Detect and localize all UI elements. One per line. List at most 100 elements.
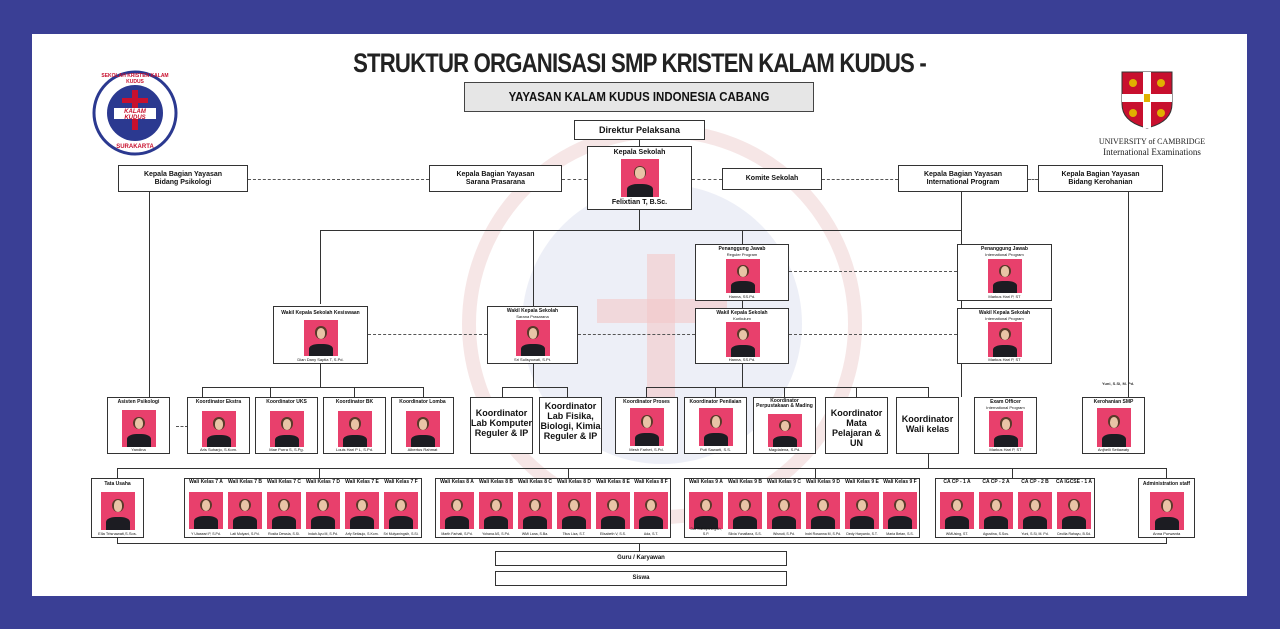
kerohanian-note: Yuni, S.Si, M. Pd. (1102, 381, 1135, 386)
pj-intl-photo (988, 259, 1022, 293)
koord-name: Louis Hari P L, S.Pd. (335, 447, 374, 452)
wali-name: Wisnuti, S.Pd. (773, 532, 795, 536)
koord-name: Anjhelli Setiawaty (1097, 447, 1130, 452)
wali-photo (228, 492, 262, 529)
connector (202, 387, 203, 397)
siswa-label: Siswa (632, 575, 650, 581)
logo-ring-text: SEKOLAH KRISTEN KALAM KUDUS (101, 73, 169, 85)
wali-photo (634, 492, 668, 529)
pj-reguler-sub: Reguler Program (726, 252, 758, 257)
koord-name: Albertus Rahmat (407, 447, 438, 452)
wali-card: Wali Kelas 8 B Yohana AS, S.Pd. (477, 480, 515, 538)
connector (784, 387, 785, 397)
connector (567, 387, 568, 397)
wali-card: Wali Kelas 7 F Sri Mulyaningsih, S.Si. (382, 480, 420, 538)
connector (639, 140, 640, 146)
wali-title: Wali Kelas 9 A (689, 479, 723, 485)
kabag-sarana-box: Kepala Bagian Yayasan Sarana Prasarana (429, 165, 562, 192)
dashed-connector (789, 334, 957, 335)
wakasek-title: Wakil Kepala Sekolah (978, 310, 1031, 316)
wali-name: Marth Farhati, S.Pd. (441, 532, 473, 536)
wakasek-photo (988, 322, 1022, 357)
logo-bottom-text: SURAKARTA (116, 144, 154, 150)
koord-name: Mae Purra S, S.Pg. (269, 447, 304, 452)
connector (639, 210, 640, 231)
connector (270, 387, 271, 397)
wali-title: Wali Kelas 9 F (883, 479, 917, 485)
wakasek-name: Dian Dany Saptia T, S.Pd. (297, 357, 344, 362)
ca-card: CA IGCSE - 1 A Cecilia Rahayu, B.Sd. (1055, 480, 1093, 538)
wakasek-sub: Sarana Prasarana (516, 314, 549, 319)
connector (117, 538, 118, 544)
koord-name: Aris Suharjo, S.Kom. (199, 447, 238, 452)
wali-title: Wali Kelas 8 E (596, 479, 630, 485)
wali-title: Wali Kelas 8 B (479, 479, 513, 485)
ca-photo (979, 492, 1013, 529)
dashed-connector (578, 334, 695, 335)
koord-lab-komputer-box: Koordinator Lab Komputer Reguler & IP (470, 397, 533, 454)
koord-title: Koordinator Penilaian (689, 399, 742, 405)
kabag-psikologi-line1: Kepala Bagian Yayasan (143, 171, 223, 178)
wali-title: Wali Kelas 7 A (189, 479, 223, 485)
connector (815, 468, 816, 478)
logo-center-text: KALAM KUDUS (124, 109, 146, 121)
wali-name: Indri Rosanna M, S.Pd. (804, 532, 842, 536)
koord-title: Exam Officer (990, 399, 1021, 405)
connector (715, 387, 716, 397)
wali-card: Wali Kelas 8 D Titus Liza, S.T. (555, 480, 593, 538)
pj-reguler-photo (726, 259, 760, 293)
koord-title: Koordinator Lomba (399, 399, 446, 405)
ca-name: WMUsing, ST. (945, 532, 969, 536)
kabag-sarana-line2: Sarana Prasarana (465, 179, 526, 186)
wali-name: Dedy Haryanto, S.T. (846, 532, 878, 536)
connector (117, 468, 1166, 469)
ca-title: CA CP - 1 A (943, 479, 971, 485)
kabag-sarana-line1: Kepala Bagian Yayasan (456, 171, 535, 178)
wali-name: Titus Liza, S.T. (562, 532, 586, 536)
wali-card: Wali Kelas 7 D Indah Ayu M, S.Pd. (304, 480, 342, 538)
kabag-intl-line2: International Program (926, 179, 1000, 186)
ca-card: CA CP - 2 B Yuni, S.Si, M. Pd. (1016, 480, 1054, 538)
connector (1166, 468, 1167, 478)
kabag-kerohanian-line1: Kepala Bagian Yayasan (1061, 171, 1140, 178)
kepsek-title: Kepala Sekolah (613, 149, 666, 156)
connector (149, 192, 150, 397)
wali-title: Wali Kelas 7 C (267, 479, 301, 485)
connector (1166, 538, 1167, 544)
connector (961, 192, 962, 244)
connector (533, 230, 534, 306)
dashed-connector (562, 179, 587, 180)
wali-title: Wali Kelas 7 B (228, 479, 262, 485)
connector (856, 387, 857, 397)
koord-title: Kerohanian SMP (1093, 399, 1134, 405)
koord-photo (202, 411, 236, 447)
foundation-subtitle: YAYASAN KALAM KUDUS INDONESIA CABANG SUR… (464, 82, 814, 132)
ca-photo (1057, 492, 1091, 529)
tata-usaha-box: Tata Usaha Ella Trisnawati,S.Sos. (91, 478, 144, 538)
connector (961, 301, 962, 308)
wali-card: Wali Kelas 9 A Dwi Sulistyaningsih, S.P. (687, 480, 725, 538)
ca-title: CA IGCSE - 1 A (1055, 479, 1093, 485)
ca-photo (1018, 492, 1052, 529)
wali-card: Wali Kelas 9 C Wisnuti, S.Pd. (765, 480, 803, 538)
koord-photo (630, 408, 664, 446)
connector (1128, 192, 1129, 397)
wali-name: Rosita Dewsia, S.Si. (268, 532, 300, 536)
wali-photo (384, 492, 418, 529)
koord-photo (122, 410, 156, 447)
wali-photo (806, 492, 840, 529)
koord-penilaian-box: Koordinator Penilaian Puti Sawarti, S.S. (684, 397, 747, 454)
koord-title: Koordinator Perpustakaan & Mading (756, 398, 813, 409)
wali-title: Wali Kelas 8 C (518, 479, 552, 485)
dashed-connector (176, 426, 188, 427)
wali-photo (728, 492, 762, 529)
dashed-connector (789, 271, 957, 272)
wali-card: Wali Kelas 7 B Lati Mulyani, S.Pd. (226, 480, 264, 538)
koord-name: Yandina (131, 447, 146, 452)
dashed-connector (1028, 179, 1038, 180)
ca-card: CA CP - 1 A WMUsing, ST. (938, 480, 976, 538)
kabag-psikologi-line2: Bidang Psikologi (154, 179, 212, 186)
connector (202, 387, 423, 388)
koord-sub: International Program (986, 405, 1025, 410)
siswa-bar: Siswa (495, 571, 787, 586)
